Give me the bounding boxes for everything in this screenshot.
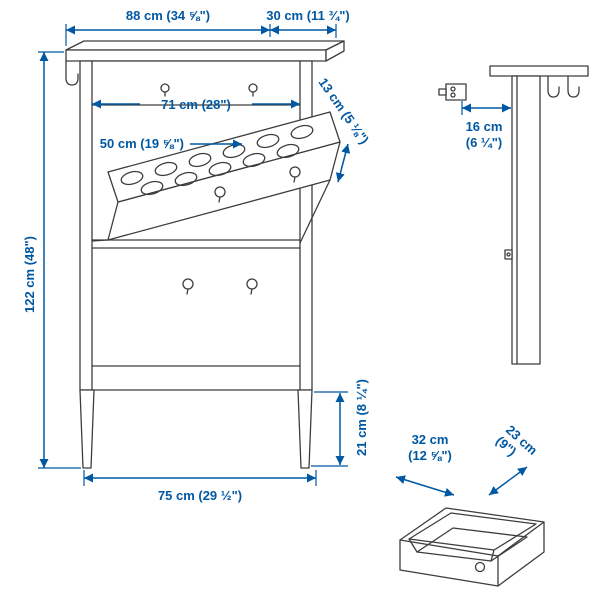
drawer-view (399, 507, 545, 587)
cabinet-legs (79, 389, 313, 469)
dim-side-depth-line1: 16 cm (466, 119, 503, 134)
dim-top-width: 88 cm (34 ⅝") (126, 8, 210, 23)
shoe-tray-holes (120, 124, 314, 196)
dim-side-depth-line2: (6 ¼") (466, 135, 503, 150)
mid-wall-bracket (504, 249, 513, 260)
open-shoe-compartment (91, 111, 341, 244)
side-top-board (489, 65, 589, 77)
cabinet-top-board (65, 40, 345, 62)
dim-base-width: 75 cm (29 ½") (158, 488, 242, 503)
wall-hooks-side (547, 75, 580, 98)
side-panel (511, 75, 541, 365)
dim-leg-height: 21 cm (8 ¼") (354, 379, 369, 456)
dim-drawer-width-line2: (12 ⅝") (408, 448, 452, 463)
dim-compartment-width: 50 cm (19 ⅝") (100, 136, 184, 151)
drawer-knob (474, 561, 486, 573)
dim-inner-width: 71 cm (28") (161, 97, 231, 112)
dim-drawer-width-line1: 32 cm (412, 432, 449, 447)
flap-knobs (214, 166, 301, 203)
dim-top-depth: 30 cm (11 ¾") (266, 8, 350, 23)
cabinet-side-view (438, 65, 589, 365)
lower-compartment-knobs (182, 278, 258, 295)
dim-total-height: 122 cm (48") (22, 236, 37, 313)
wall-anchor-bracket (438, 83, 467, 101)
top-row-knobs (160, 83, 258, 97)
cabinet-front-view (65, 40, 345, 469)
